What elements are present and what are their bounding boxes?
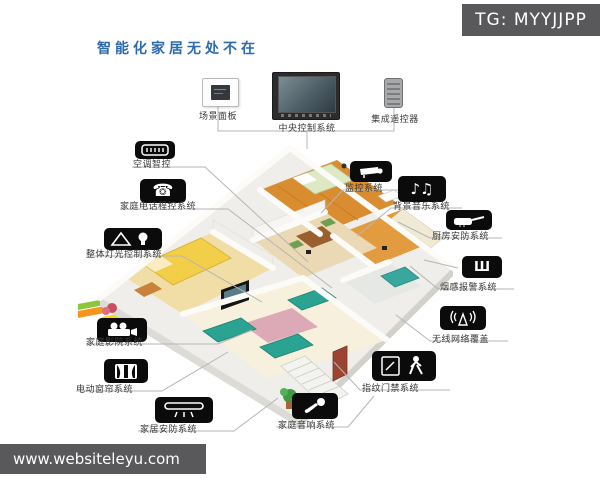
rug <box>242 308 318 343</box>
scene-panel-icon <box>202 78 239 107</box>
central-control-monitor-icon <box>272 72 340 120</box>
home-security-label: 家居安防系统 <box>140 425 198 435</box>
projector-icon <box>97 318 147 342</box>
camera-label: 监控系统 <box>345 184 384 194</box>
page-title: 智能化家居无处不在 <box>97 41 259 57</box>
central-control-label: 中央控制系统 <box>278 124 336 134</box>
sensor-icon <box>155 397 213 423</box>
music-label: 背景音乐系统 <box>393 202 451 212</box>
pan-icon <box>446 210 492 230</box>
scene-panel-label: 场景面板 <box>198 112 237 122</box>
ac-label: 空调智控 <box>133 160 172 170</box>
microphone-icon <box>292 393 338 419</box>
curtain-icon <box>104 359 148 383</box>
remote-control-icon <box>384 78 403 108</box>
lamp-triangle-icon <box>104 228 162 250</box>
theater-label: 家庭影院系统 <box>86 338 144 348</box>
remote-label: 集成遥控器 <box>371 115 419 125</box>
sofa <box>259 333 314 359</box>
smoke-label: 烟感报警系统 <box>440 283 498 293</box>
phone-label: 家庭电话程控系统 <box>120 202 197 212</box>
tg-badge-text: TG: MYYJJPP <box>475 10 587 30</box>
wireless-label: 无线网络覆盖 <box>432 335 490 345</box>
ac-vent-icon <box>135 141 175 159</box>
cctv-camera-icon <box>350 161 392 182</box>
watermark-text: www.websiteleyu.com <box>13 450 180 468</box>
audio-label: 家庭音响系统 <box>278 421 336 431</box>
watermark-bar: www.websiteleyu.com <box>0 444 206 474</box>
lighting-label: 整体灯光控制系统 <box>86 250 163 260</box>
smoke-detector-icon: Ш <box>462 256 502 278</box>
music-notes-icon: ♪♫ <box>398 176 446 202</box>
flowers <box>102 303 117 315</box>
tg-badge: TG: MYYJJPP <box>462 4 600 36</box>
antenna-icon <box>440 306 486 330</box>
kitchen-label: 厨房安防系统 <box>432 232 490 242</box>
telephone-icon: ☎ <box>140 179 186 203</box>
fingerprint-label: 指纹门禁系统 <box>362 384 420 394</box>
curtain-label: 电动窗帘系统 <box>76 385 134 395</box>
door-exit-icon <box>372 351 436 381</box>
